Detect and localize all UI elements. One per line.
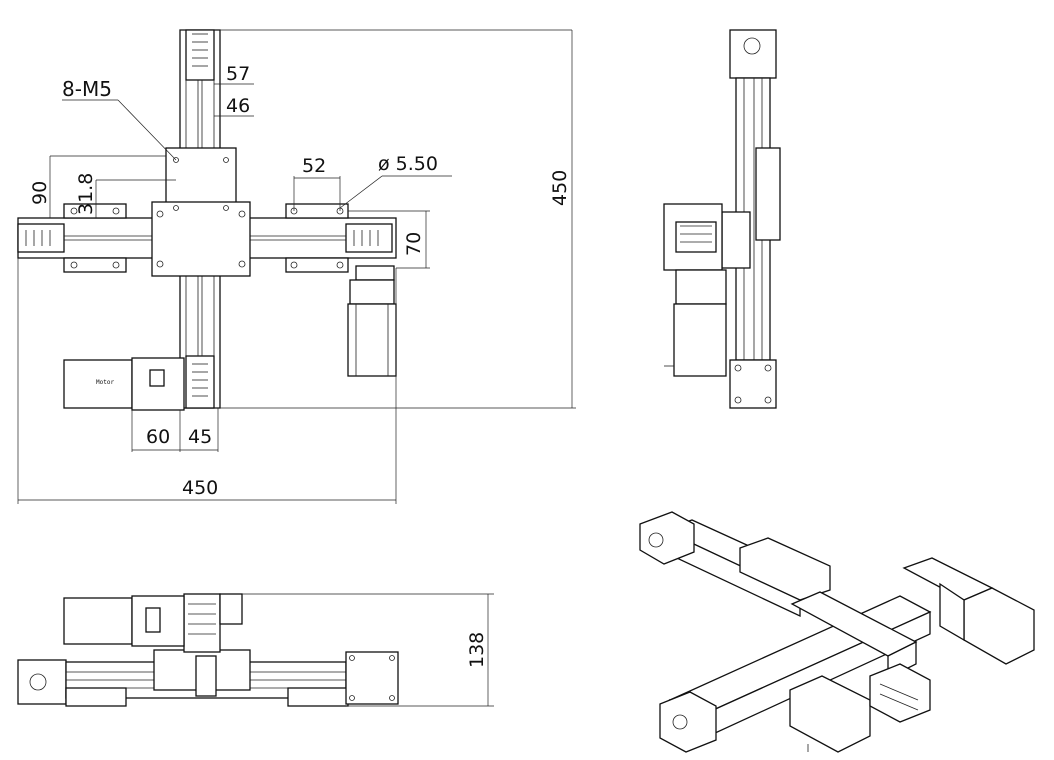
right-pulley-block	[345, 223, 393, 253]
dim-45: 45	[188, 426, 212, 448]
side-view	[663, 29, 781, 409]
cross-plate	[151, 201, 251, 277]
side-bottom-cap	[729, 359, 777, 409]
front-motor	[63, 597, 133, 645]
iso-motor-lower	[789, 675, 871, 753]
dim-52: 52	[302, 155, 326, 177]
foot-left-bottom	[63, 257, 127, 273]
iso-end-cap-left	[639, 511, 695, 565]
left-pulley-block	[17, 223, 65, 253]
foot-right-bottom	[285, 257, 349, 273]
front-view: 138	[17, 593, 494, 707]
dim-46: 46	[226, 95, 250, 117]
right-motor-coupler	[349, 279, 395, 305]
left-motor-clamp	[149, 369, 165, 387]
label-8-m5: 8-M5	[62, 77, 112, 101]
side-carriage	[755, 147, 781, 241]
motor-label: Motor	[96, 379, 114, 386]
iso-carriage	[739, 537, 831, 601]
front-foot-right	[287, 687, 349, 707]
side-motor	[673, 303, 727, 377]
dim-diameter: ø 5.50	[378, 153, 438, 175]
dim-60: 60	[146, 426, 170, 448]
dim-450-width: 450	[182, 477, 218, 499]
front-left-cap	[17, 659, 67, 705]
dim-31-8: 31.8	[75, 173, 97, 215]
dim-57: 57	[226, 63, 250, 85]
dim-138: 138	[466, 632, 488, 668]
bottom-pulley-block	[185, 355, 215, 409]
foot-left-top	[63, 203, 127, 219]
right-motor-mount	[355, 265, 395, 281]
iso-end-cap-bottom	[659, 691, 717, 753]
dim-450-height: 450	[549, 170, 571, 206]
front-gear	[183, 593, 221, 653]
iso-bracket	[869, 663, 931, 723]
dim-90: 90	[29, 181, 51, 205]
dim-70: 70	[403, 232, 425, 256]
isometric-view	[639, 511, 1035, 753]
side-coupler	[675, 269, 727, 305]
foot-right-top	[285, 203, 349, 219]
top-view: Motor 57 46 8-M5 90 31.8 52 ø 5.50 70	[17, 29, 576, 504]
front-foot-left	[65, 687, 127, 707]
front-right-motor-face	[345, 651, 399, 705]
right-motor-body	[347, 303, 397, 377]
top-pulley-block	[185, 29, 215, 81]
iso-motor-right	[963, 587, 1035, 665]
front-bracket	[219, 593, 243, 625]
side-bracket	[721, 211, 751, 269]
